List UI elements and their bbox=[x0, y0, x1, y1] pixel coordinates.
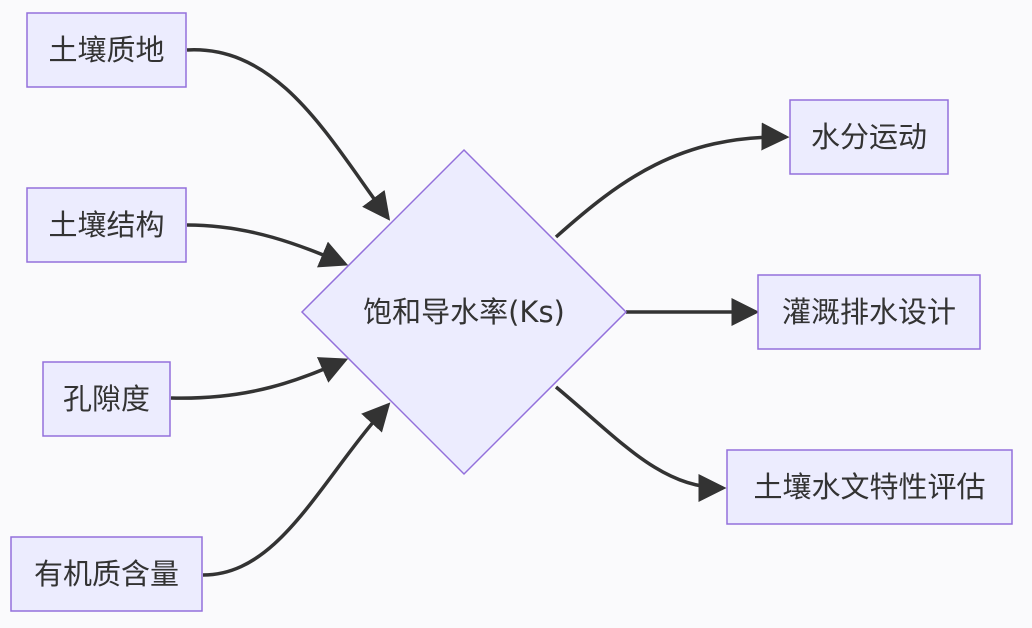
edge-structure-to-ks bbox=[186, 223, 349, 268]
edge-texture-to-ks bbox=[186, 48, 391, 221]
node-structure[interactable]: 土壤结构 bbox=[26, 187, 187, 263]
node-porosity-label: 孔隙度 bbox=[63, 382, 150, 416]
edge-ks-to-hydrology bbox=[554, 385, 727, 502]
edge-ks-to-water-movement bbox=[554, 122, 790, 239]
node-hydrology-label: 土壤水文特性评估 bbox=[753, 470, 985, 504]
node-water-movement-label: 水分运动 bbox=[811, 120, 927, 154]
node-ks-label: 饱和导水率(Ks) bbox=[363, 295, 565, 329]
node-irrigation[interactable]: 灌溉排水设计 bbox=[757, 274, 981, 350]
node-structure-label: 土壤结构 bbox=[48, 208, 164, 242]
node-ks[interactable]: 饱和导水率(Ks) bbox=[300, 148, 628, 476]
node-texture[interactable]: 土壤质地 bbox=[26, 12, 187, 88]
node-hydrology[interactable]: 土壤水文特性评估 bbox=[726, 449, 1013, 525]
edge-porosity-to-ks bbox=[170, 357, 349, 400]
node-organic[interactable]: 有机质含量 bbox=[10, 536, 203, 612]
edge-organic-to-ks bbox=[202, 402, 391, 577]
node-organic-label: 有机质含量 bbox=[34, 557, 179, 591]
node-irrigation-label: 灌溉排水设计 bbox=[782, 295, 956, 329]
node-texture-label: 土壤质地 bbox=[48, 33, 164, 67]
node-porosity[interactable]: 孔隙度 bbox=[42, 361, 171, 437]
node-water-movement[interactable]: 水分运动 bbox=[789, 99, 949, 175]
